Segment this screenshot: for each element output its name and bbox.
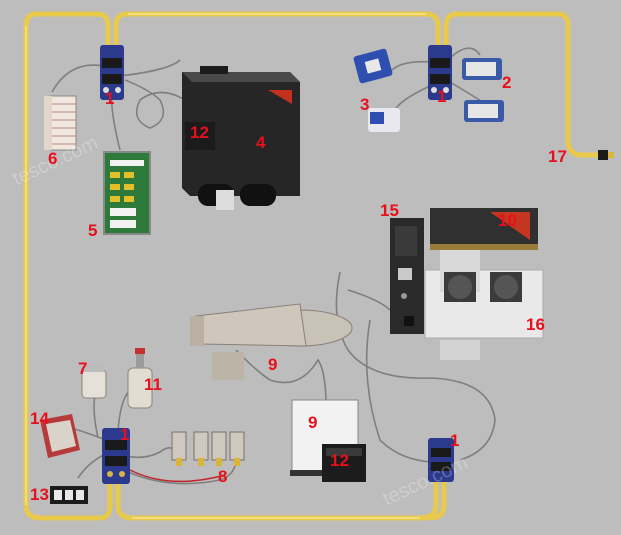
motor-small — [81, 364, 107, 399]
cable-end — [598, 150, 614, 160]
hub-top-left — [100, 45, 124, 100]
label-sub-module-top: 12 — [190, 123, 209, 142]
label-terminal-strip: 6 — [48, 149, 58, 168]
label-drive-unit-left: 3 — [360, 95, 370, 114]
io-board — [103, 151, 151, 235]
fan-unit — [424, 250, 544, 360]
red-cable — [129, 469, 226, 483]
label-hub-top-right: 1 — [437, 87, 447, 106]
label-rack-card: 10 — [498, 211, 517, 230]
drive-unit-top — [462, 58, 504, 122]
label-robot-arm: 9 — [268, 355, 278, 374]
label-sensor-row: 8 — [218, 467, 228, 486]
drive-unit-left — [353, 48, 400, 132]
label-sub-module-bottom: 12 — [330, 451, 349, 470]
label-motor-small: 7 — [78, 359, 88, 378]
rack-card — [430, 208, 538, 250]
connector-box — [40, 414, 80, 458]
label-controller-box: 4 — [256, 133, 266, 152]
switch-panel — [50, 486, 88, 504]
label-card-cage: 15 — [380, 201, 399, 220]
label-fan-unit: 16 — [526, 315, 545, 334]
hub-bottom-left — [102, 428, 130, 484]
label-drive-unit-top: 2 — [502, 73, 512, 92]
sub-module-bottom — [322, 444, 366, 482]
motor-cylinder — [127, 348, 153, 409]
label-io-board: 5 — [88, 221, 98, 240]
label-motor-cylinder: 11 — [144, 375, 162, 394]
terminal-strip — [44, 95, 77, 151]
robot-arm — [190, 303, 353, 380]
label-hub-top-left: 1 — [105, 89, 115, 108]
trunk-highlight — [25, 13, 426, 519]
label-cable-end: 17 — [548, 147, 567, 166]
hub-top-right — [428, 45, 452, 100]
label-power-module: 9 — [308, 413, 318, 432]
controller-box — [182, 66, 300, 210]
sensor-row — [171, 431, 245, 466]
card-cage — [390, 218, 424, 334]
label-hub-bottom-left: 1 — [120, 425, 130, 444]
label-hub-bottom-right: 1 — [450, 431, 460, 450]
label-connector-box: 14 — [30, 409, 49, 428]
hub-bottom-right — [428, 438, 454, 482]
label-switch-panel: 13 — [30, 485, 49, 504]
